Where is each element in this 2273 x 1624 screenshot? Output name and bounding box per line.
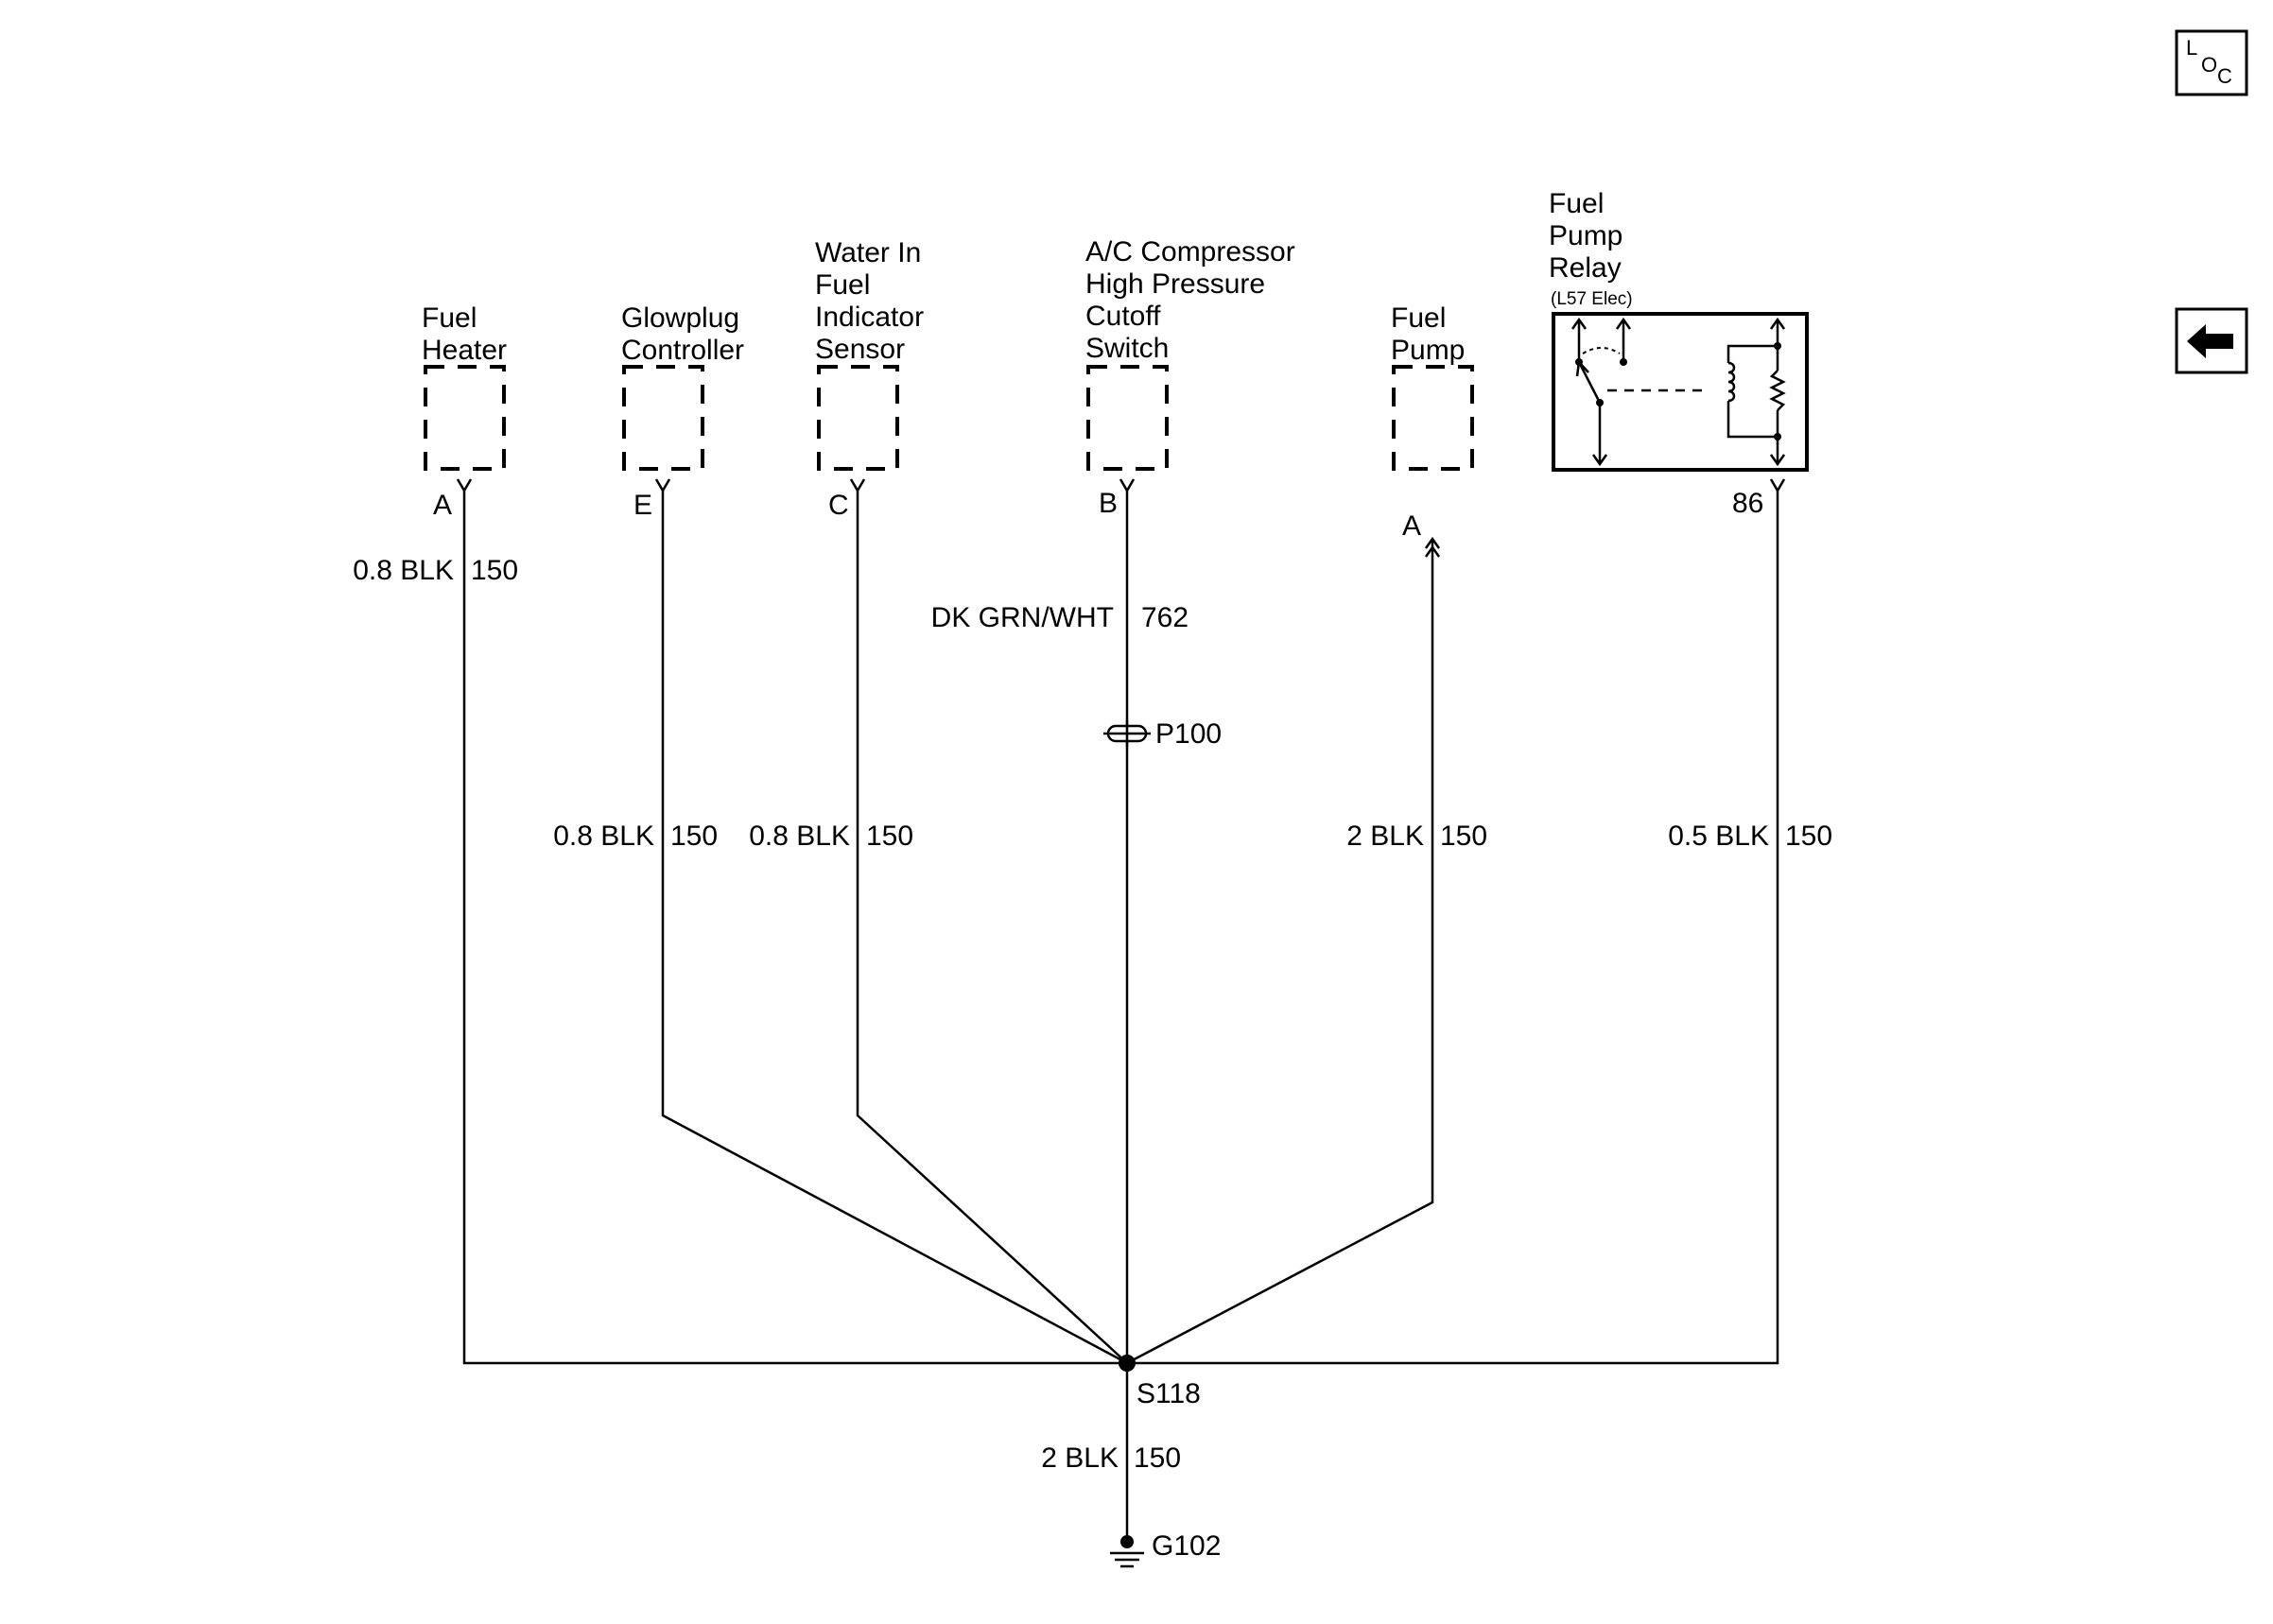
fuel-pump-box [1392, 365, 1474, 471]
g102-label: G102 [1152, 1530, 1221, 1562]
water-in-fuel-sensor-wire-label: 0.8 BLK 150 [749, 821, 913, 852]
fuel-pump-wire [1126, 539, 1434, 1365]
svg-text:Heater: Heater [422, 335, 507, 366]
svg-text:150: 150 [1134, 1443, 1181, 1474]
svg-text:Fuel: Fuel [422, 302, 477, 334]
fuel-heater-wire-label: 0.8 BLK 150 [353, 555, 518, 586]
svg-text:Indicator: Indicator [815, 302, 924, 333]
fuel-pump-relay-pin-connector [1769, 478, 1786, 493]
svg-text:0.8 BLK: 0.8 BLK [749, 821, 850, 852]
ac-compressor-switch-wire-label: DK GRN/WHT 762 [931, 602, 1189, 633]
arrow-left-icon [2187, 324, 2233, 358]
fuel-heater-pin-label: A [433, 490, 452, 521]
svg-text:Switch: Switch [1085, 333, 1169, 364]
glowplug-controller-pin-label: E [633, 490, 652, 521]
fuel-pump-relay-wire-label: 0.5 BLK 150 [1668, 821, 1832, 852]
svg-text:High Pressure: High Pressure [1085, 268, 1265, 300]
back-button[interactable] [2175, 307, 2248, 374]
ac-compressor-switch-label: A/C Compressor High Pressure Cutoff Swit… [1085, 236, 1295, 364]
svg-text:2 BLK: 2 BLK [1346, 821, 1424, 852]
svg-text:Pump: Pump [1549, 220, 1622, 251]
svg-text:DK GRN/WHT: DK GRN/WHT [931, 602, 1114, 633]
svg-text:150: 150 [1440, 821, 1487, 852]
svg-text:150: 150 [1785, 821, 1832, 852]
svg-text:2 BLK: 2 BLK [1041, 1443, 1119, 1474]
p100-connector [1103, 720, 1151, 747]
fuel-pump-relay [1552, 312, 1809, 472]
loc-button[interactable]: L O C [2175, 29, 2248, 96]
svg-text:Fuel: Fuel [1549, 188, 1604, 219]
glowplug-controller-wire [661, 491, 1128, 1365]
water-in-fuel-sensor-pin-label: C [828, 490, 849, 521]
fuel-heater-pin-connector [456, 478, 473, 493]
s118-label: S118 [1136, 1378, 1201, 1409]
ground-symbol [1110, 1535, 1144, 1568]
svg-text:(L57 Elec): (L57 Elec) [1551, 289, 1633, 309]
svg-text:0.8 BLK: 0.8 BLK [353, 555, 454, 586]
svg-text:Controller: Controller [621, 335, 744, 366]
ac-compressor-switch-pin-connector [1119, 478, 1136, 493]
fuel-pump-label: Fuel Pump [1391, 302, 1465, 366]
svg-text:Fuel: Fuel [1391, 302, 1446, 334]
svg-text:150: 150 [471, 555, 518, 586]
svg-text:Glowplug: Glowplug [621, 302, 739, 334]
ac-compressor-switch-box [1086, 365, 1169, 471]
svg-text:Fuel: Fuel [815, 269, 870, 301]
svg-text:Cutoff: Cutoff [1085, 301, 1161, 332]
loc-letter-l: L [2186, 36, 2197, 60]
svg-text:150: 150 [670, 821, 718, 852]
svg-text:A/C Compressor: A/C Compressor [1085, 236, 1295, 268]
glowplug-controller-pin-connector [654, 478, 671, 493]
fuel-pump-wire-label: 2 BLK 150 [1346, 821, 1487, 852]
ac-compressor-switch-pin-label: B [1099, 488, 1118, 519]
svg-text:762: 762 [1141, 602, 1189, 633]
fuel-heater-label: Fuel Heater [422, 302, 507, 366]
water-in-fuel-sensor-label: Water In Fuel Indicator Sensor [815, 237, 924, 365]
wires [462, 491, 1779, 1544]
fuel-pump-relay-pin-label: 86 [1732, 488, 1763, 519]
loc-letter-c: C [2217, 64, 2232, 88]
water-in-fuel-sensor-pin-connector [849, 478, 866, 493]
loc-letter-o: O [2201, 53, 2217, 77]
s118-splice [1119, 1355, 1136, 1372]
glowplug-controller-box [622, 365, 704, 471]
svg-text:Pump: Pump [1391, 335, 1465, 366]
svg-text:Relay: Relay [1549, 252, 1622, 284]
water-in-fuel-sensor-wire [856, 491, 1128, 1364]
svg-text:0.8 BLK: 0.8 BLK [553, 821, 654, 852]
fuel-pump-relay-label: Fuel Pump Relay (L57 Elec) [1549, 188, 1633, 309]
fuel-heater-wire [462, 491, 1127, 1365]
p100-label: P100 [1155, 718, 1222, 750]
fuel-pump-relay-wire [1127, 491, 1779, 1365]
svg-text:Sensor: Sensor [815, 334, 905, 365]
glowplug-controller-wire-label: 0.8 BLK 150 [553, 821, 718, 852]
svg-text:0.5 BLK: 0.5 BLK [1668, 821, 1769, 852]
svg-text:150: 150 [866, 821, 913, 852]
ground-wire-label: 2 BLK 150 [1041, 1443, 1181, 1474]
water-in-fuel-sensor-box [817, 365, 899, 471]
svg-text:Water In: Water In [815, 237, 921, 268]
fuel-pump-pin-label: A [1402, 510, 1421, 542]
fuel-heater-box [424, 365, 506, 471]
glowplug-controller-label: Glowplug Controller [621, 302, 744, 366]
